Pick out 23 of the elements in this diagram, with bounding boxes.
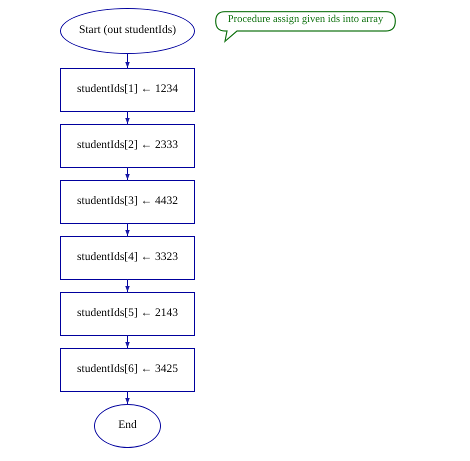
arrow — [125, 336, 130, 348]
process-box — [60, 236, 195, 280]
arrow — [125, 168, 130, 180]
process-box — [60, 124, 195, 168]
node-label: studentIds[2] ← 2333 — [77, 139, 178, 153]
process-box — [60, 68, 195, 112]
comment-text: Procedure assign given ids into array — [228, 14, 384, 27]
process-box — [60, 292, 195, 336]
arrow — [125, 54, 130, 68]
node-label: studentIds[3] ← 4432 — [77, 195, 178, 209]
node-label: studentIds[4] ← 3323 — [77, 251, 178, 265]
process-box — [60, 348, 195, 392]
node-label: Start (out studentIds) — [78, 24, 176, 38]
node-label: studentIds[6] ← 3425 — [77, 363, 178, 377]
comment-callout — [215, 11, 396, 42]
arrow — [125, 392, 130, 404]
node-label: End — [118, 419, 137, 433]
arrow — [125, 280, 130, 292]
node-label: studentIds[1] ← 1234 — [77, 83, 178, 97]
process-box — [60, 180, 195, 224]
arrow — [125, 112, 130, 124]
node-label: studentIds[5] ← 2143 — [77, 307, 178, 321]
arrow — [125, 224, 130, 236]
